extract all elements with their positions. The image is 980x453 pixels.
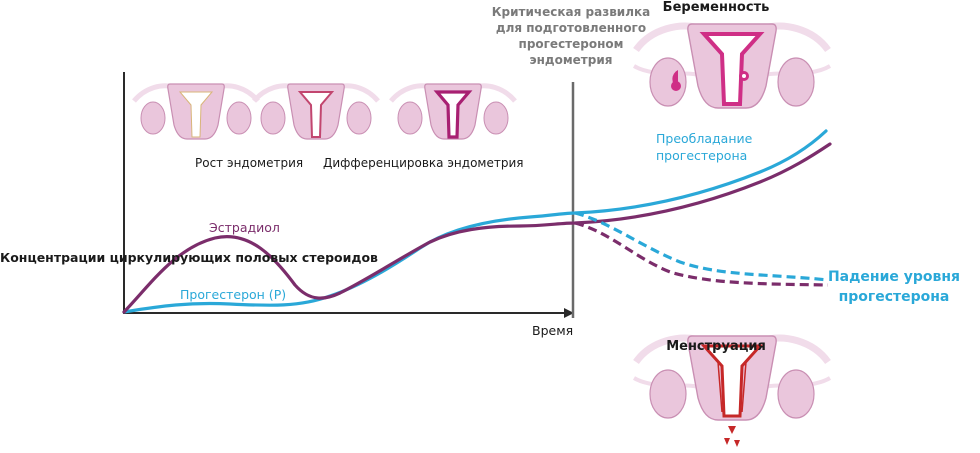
uterus-secretory-icon xyxy=(389,83,517,140)
uterus-growth-icon xyxy=(252,83,380,140)
uterus-menstruation-icon xyxy=(632,334,832,447)
y-axis-label: Концентрации циркулирующих половых стеро… xyxy=(0,250,378,265)
pregnancy-title: Беременность xyxy=(662,0,770,15)
progesterone-dominance-label: Преобладание прогестерона xyxy=(656,131,753,163)
endometrium-differentiation-label: Дифференцировка эндометрия xyxy=(323,156,524,170)
estradiol-fall-curve xyxy=(574,221,829,287)
estradiol-label: Эстрадиол xyxy=(209,220,280,235)
x-axis-label: Время xyxy=(532,323,574,338)
uterus-pregnancy-icon xyxy=(632,22,832,109)
progesterone-fall-curve xyxy=(574,211,829,282)
progesterone-label: Прогестерон (P) xyxy=(180,287,287,302)
menstruation-title: Менструация xyxy=(666,339,766,354)
progesterone-fall-label: Падение уровня прогестерона xyxy=(827,269,961,305)
endometrium-growth-label: Рост эндометрия xyxy=(195,156,304,170)
uterus-early-icon xyxy=(132,83,260,140)
critical-fork-label: Критическая развилка для подготовленного… xyxy=(491,5,651,67)
estradiol-curve xyxy=(122,142,832,314)
progesterone-curve xyxy=(122,129,828,314)
